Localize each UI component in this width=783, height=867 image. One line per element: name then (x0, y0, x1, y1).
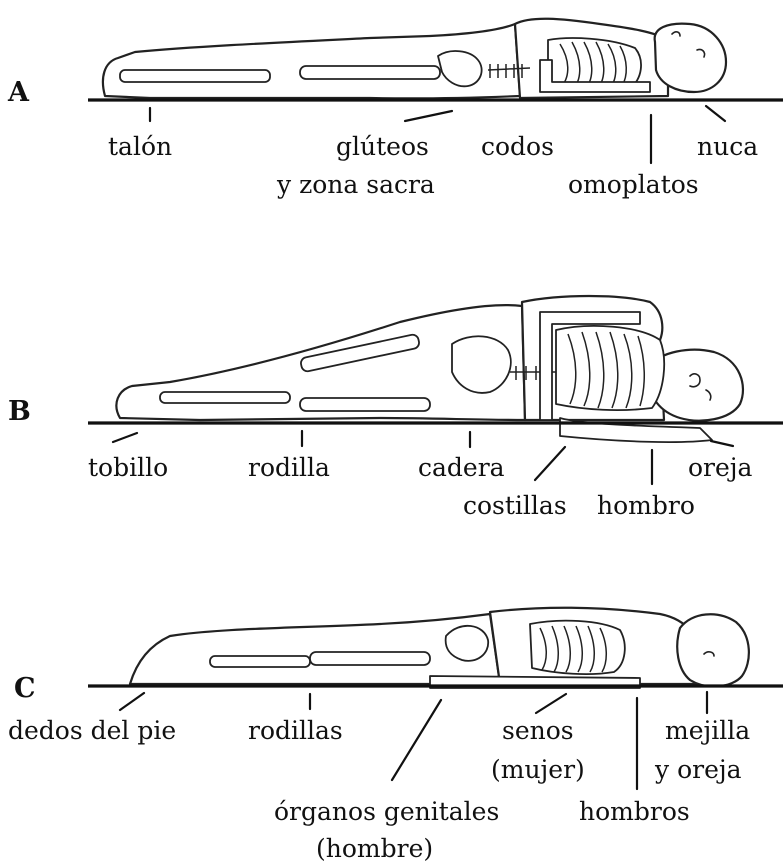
panel-b: B (8, 296, 783, 520)
prone-tibia (210, 656, 310, 667)
supine-femur (300, 66, 440, 79)
side-lower-femur (300, 398, 430, 411)
panel-c: C dedos del pie rodil (8, 608, 783, 863)
label-knee: rodilla (248, 453, 330, 482)
leader-ear (711, 441, 733, 446)
leader-genitals (392, 700, 441, 780)
label-breasts-line2: (mujer) (491, 755, 585, 784)
label-toes: dedos del pie (8, 716, 176, 745)
panel-b-letter: B (8, 396, 31, 427)
label-shoulders: hombros (579, 797, 690, 826)
label-shoulder-blades: omoplatos (568, 170, 699, 199)
label-buttocks-line2: y zona sacra (276, 170, 435, 199)
label-knees: rodillas (248, 716, 343, 745)
leader-nape (706, 106, 725, 121)
label-cheek-line2: y oreja (654, 755, 742, 784)
prone-figure (130, 608, 749, 688)
label-genitals-line1: órganos genitales (274, 797, 499, 826)
panel-c-letter: C (14, 673, 36, 704)
label-breasts-line1: senos (502, 716, 574, 745)
prone-femur (310, 652, 430, 665)
label-shoulder: hombro (597, 491, 695, 520)
leader-breasts (536, 694, 566, 713)
label-cheek-line1: mejilla (665, 716, 750, 745)
label-ribs: costillas (463, 491, 567, 520)
label-ankle: tobillo (88, 453, 168, 482)
label-nape: nuca (697, 132, 758, 161)
leader-ankle (113, 433, 137, 442)
side-lying-figure (116, 296, 743, 442)
supine-figure (103, 19, 726, 99)
prone-legs (130, 614, 500, 684)
leader-toes (120, 693, 144, 710)
label-hip: cadera (418, 453, 505, 482)
supine-tibia (120, 70, 270, 82)
prone-head (677, 614, 749, 686)
panel-a: A (7, 19, 783, 199)
side-pelvis (452, 336, 511, 393)
leader-ribs (535, 447, 565, 480)
supine-head (655, 24, 726, 92)
label-genitals-line2: (hombre) (316, 834, 433, 863)
prone-hand (446, 626, 489, 661)
label-heel: talón (108, 132, 172, 161)
panel-a-letter: A (7, 77, 30, 108)
label-ear: oreja (688, 453, 753, 482)
label-elbows: codos (481, 132, 554, 161)
leader-buttocks (405, 111, 452, 121)
label-buttocks-line1: glúteos (336, 132, 429, 161)
side-tibia (160, 392, 290, 403)
